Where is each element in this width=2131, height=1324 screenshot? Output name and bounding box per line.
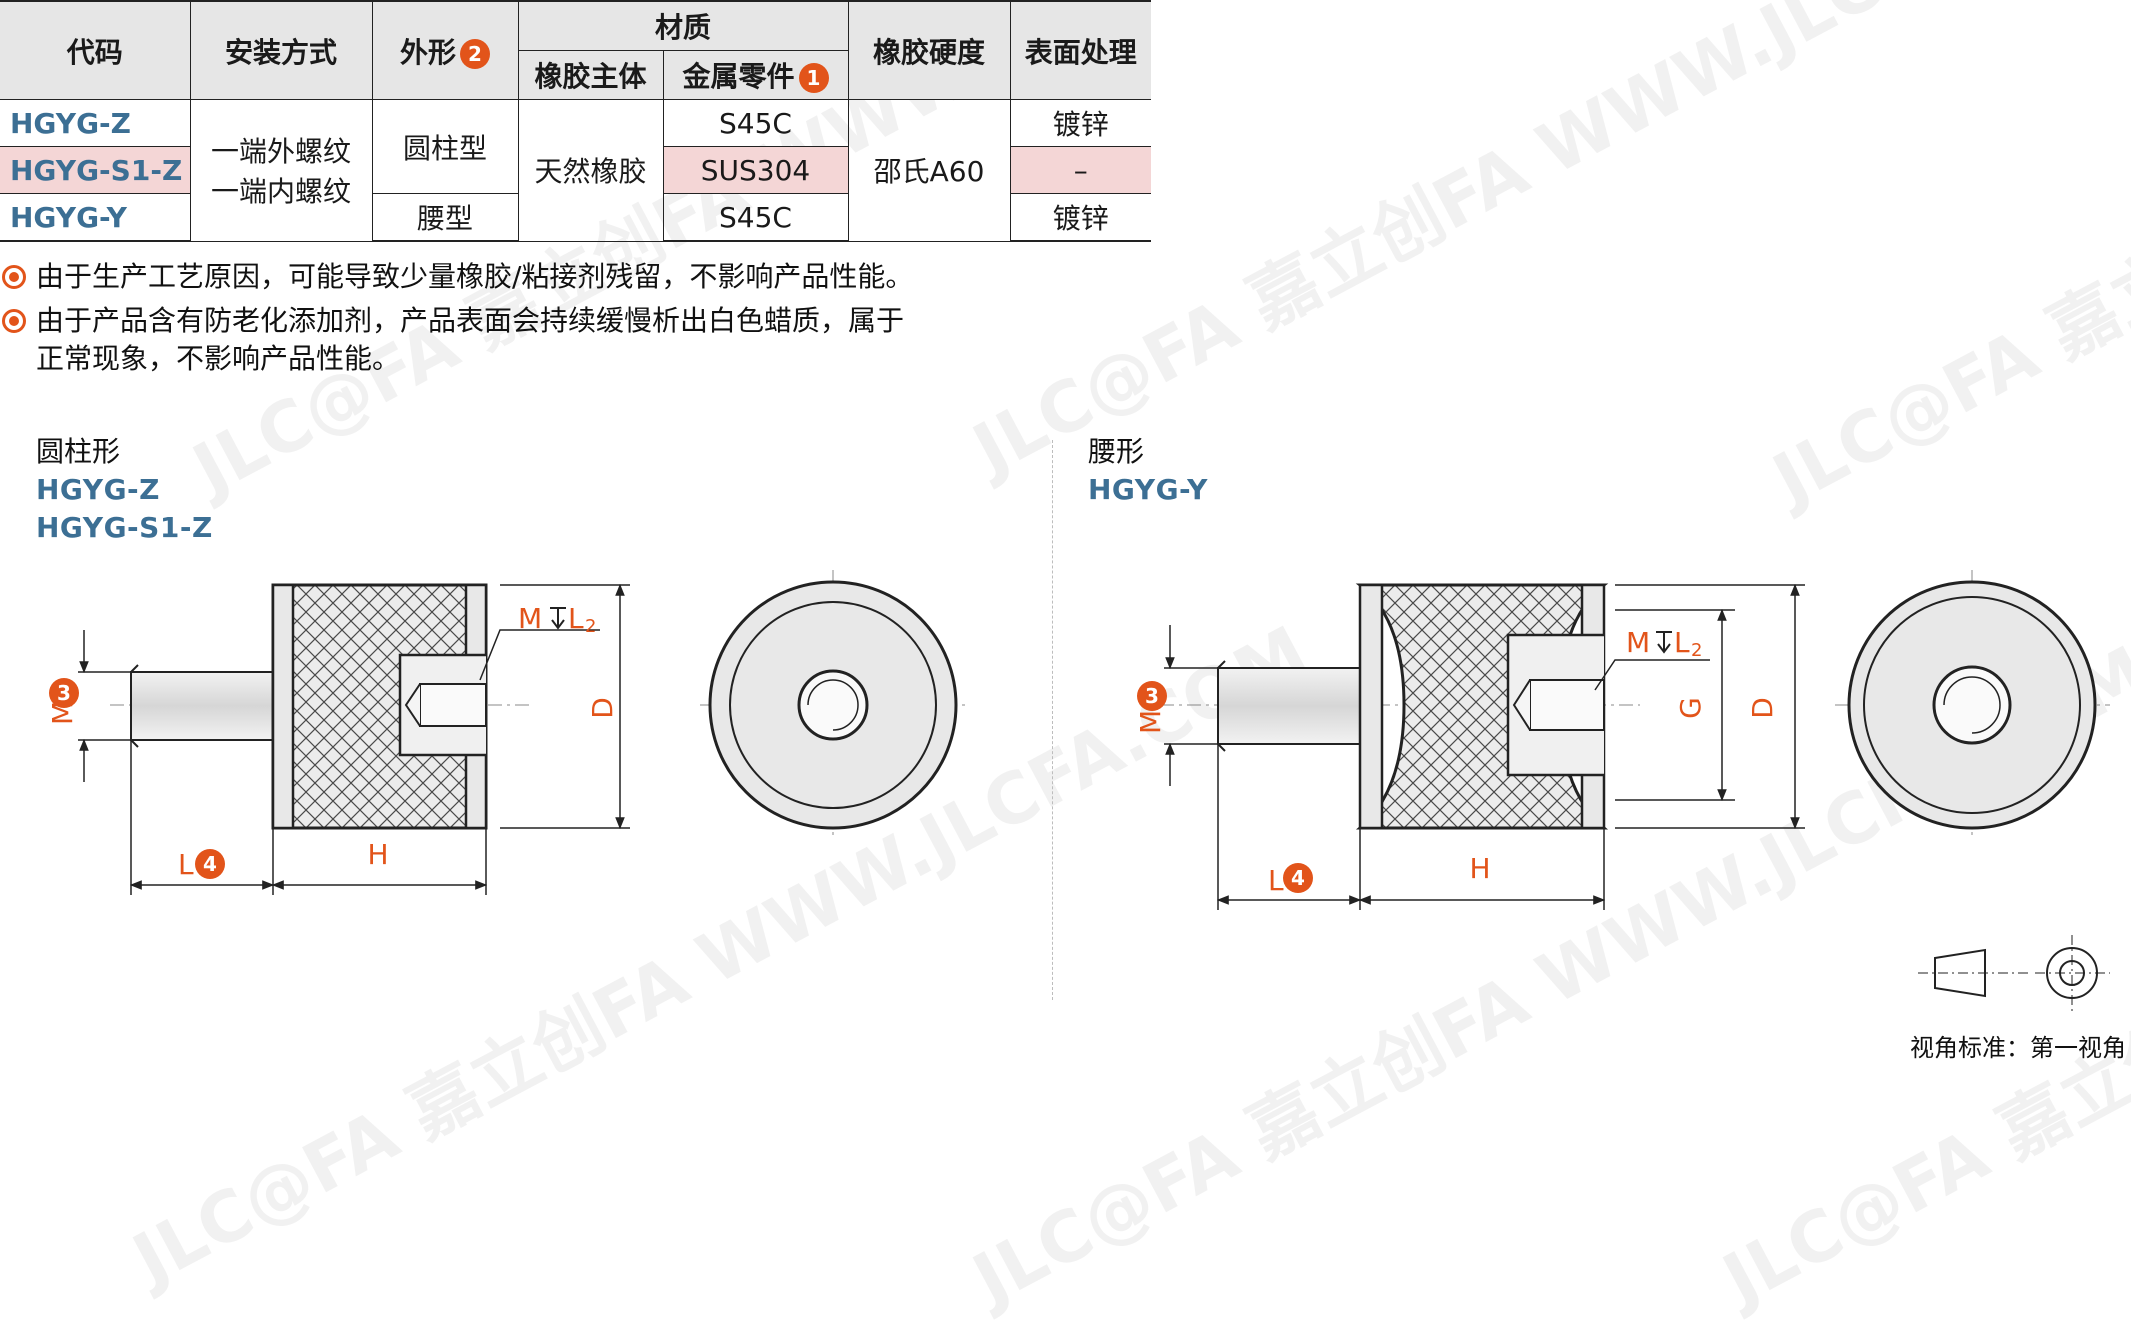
rubber-cell: 天然橡胶 <box>517 99 664 242</box>
depth-symbol-icon <box>550 607 566 630</box>
dim-L-right: L <box>1268 864 1284 897</box>
mount-line-2: 一端内螺纹 <box>210 175 351 209</box>
bullet-icon <box>2 265 26 289</box>
row-code: HGYG-Y <box>0 193 191 242</box>
waist-dimensions <box>1164 583 1805 910</box>
dim-ML2-M-left: M <box>518 602 542 635</box>
table-row: HGYG-S1-Z SUS304 – <box>0 146 1152 194</box>
left-shape-title: 圆柱形 <box>36 435 121 468</box>
row-surface: – <box>1009 146 1152 194</box>
dim-M-badge-text: 3 <box>57 681 71 705</box>
dim-H-right: H <box>1469 852 1490 885</box>
dim-M-badge <box>1137 681 1167 711</box>
row-metal: S45C <box>662 193 849 242</box>
dim-G-right: G <box>1674 697 1707 719</box>
right-shape-title: 腰形 <box>1088 435 1145 468</box>
row-code: HGYG-S1-Z <box>0 146 191 194</box>
dim-ML2-sub-right: 2 <box>1691 640 1702 661</box>
dim-H-left: H <box>367 838 388 871</box>
header-material: 材质 <box>517 0 849 51</box>
mount-line-1: 一端外螺纹 <box>210 135 351 169</box>
first-angle-projection-icon <box>1918 935 2110 1012</box>
dim-ML2-L-left: L <box>568 602 584 635</box>
row-code: HGYG-Z <box>0 99 191 147</box>
dim-M-badge-text: 3 <box>1145 684 1159 708</box>
dim-D-left: D <box>586 697 619 719</box>
projection-standard-label: 视角标准：第一视角 <box>1910 1034 2126 1062</box>
header-hardness: 橡胶硬度 <box>847 0 1011 100</box>
row-surface: 镀锌 <box>1009 193 1152 242</box>
note-item: 由于生产工艺原因，可能导致少量橡胶/粘接剂残留，不影响产品性能。 <box>0 258 1036 296</box>
note-text: 由于产品含有防老化添加剂，产品表面会持续缓慢析出白色蜡质，属于 <box>36 304 905 337</box>
dim-L-left: L <box>178 848 194 881</box>
technical-drawing: M 3 L 4 H D M L 2 <box>46 570 2110 1012</box>
left-code-1: HGYG-Z <box>36 473 160 506</box>
cylinder-end-view <box>700 570 970 840</box>
dim-L-badge-text: 4 <box>203 852 217 876</box>
header-rubber-body: 橡胶主体 <box>517 50 664 100</box>
dim-ML2-L-right: L <box>1674 626 1690 659</box>
waist-side-view <box>1160 583 1640 830</box>
dim-ML2-M-right: M <box>1626 626 1650 659</box>
mount-cell: 一端外螺纹 一端内螺纹 <box>189 99 373 242</box>
cylinder-side-view <box>110 583 530 830</box>
waist-end-view <box>1835 570 2110 840</box>
row-metal: S45C <box>662 99 849 147</box>
cylinder-dimensions <box>78 583 630 895</box>
shape-waist-cell: 腰型 <box>371 193 519 242</box>
right-code-1: HGYG-Y <box>1088 473 1208 506</box>
dim-L-badge <box>1283 863 1313 893</box>
note-item: 由于产品含有防老化添加剂，产品表面会持续缓慢析出白色蜡质，属于 正常现象，不影响… <box>0 302 1036 378</box>
header-surface: 表面处理 <box>1009 0 1152 100</box>
note-text: 由于生产工艺原因，可能导致少量橡胶/粘接剂残留，不影响产品性能。 <box>36 260 914 293</box>
header-code: 代码 <box>0 0 191 100</box>
dim-D-right: D <box>1746 697 1779 719</box>
note-badge-2: 2 <box>460 38 490 69</box>
dim-M-badge <box>49 678 79 708</box>
left-code-2: HGYG-S1-Z <box>36 511 213 544</box>
shape-cylinder-cell: 圆柱型 <box>371 99 519 194</box>
dim-L-badge <box>195 849 225 879</box>
header-metal-label: 金属零件 <box>682 60 795 93</box>
row-metal: SUS304 <box>662 146 849 194</box>
depth-symbol-icon <box>1656 631 1672 654</box>
bullet-icon <box>2 309 26 333</box>
dim-L-badge-text: 4 <box>1291 866 1305 890</box>
hardness-cell: 邵氏A60 <box>847 99 1011 242</box>
note-text-cont: 正常现象，不影响产品性能。 <box>36 342 401 375</box>
section-divider <box>1052 440 1053 1000</box>
note-badge-1: 1 <box>798 63 829 93</box>
table-row: HGYG-Y 腰型 S45C 镀锌 <box>0 193 1152 242</box>
dim-M-right: M <box>1134 710 1167 734</box>
dim-ML2-sub-left: 2 <box>585 616 596 637</box>
table-row: HGYG-Z 一端外螺纹 一端内螺纹 圆柱型 天然橡胶 S45C 邵氏A60 镀… <box>0 99 1152 242</box>
header-shape-label: 外形 <box>399 35 456 69</box>
